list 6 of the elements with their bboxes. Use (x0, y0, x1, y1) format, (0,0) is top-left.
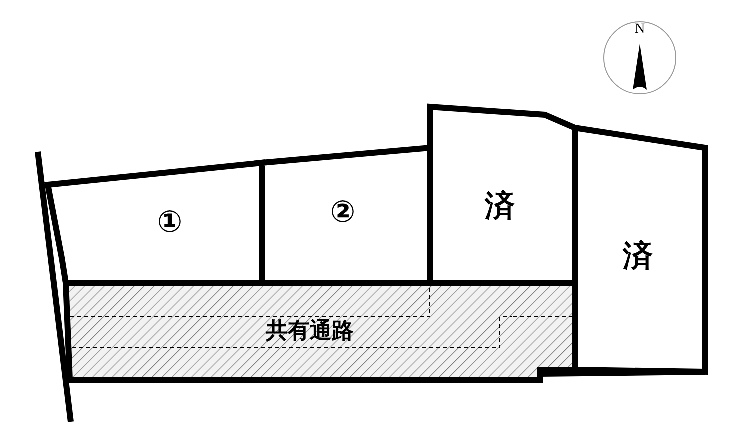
sold-label: 済 (623, 242, 653, 272)
lot-number: ② (330, 198, 356, 228)
lot-number: ① (157, 208, 183, 238)
sold-label: 済 (485, 192, 515, 222)
north-label: N (634, 23, 646, 37)
path-label: 共有通路 (266, 321, 354, 343)
